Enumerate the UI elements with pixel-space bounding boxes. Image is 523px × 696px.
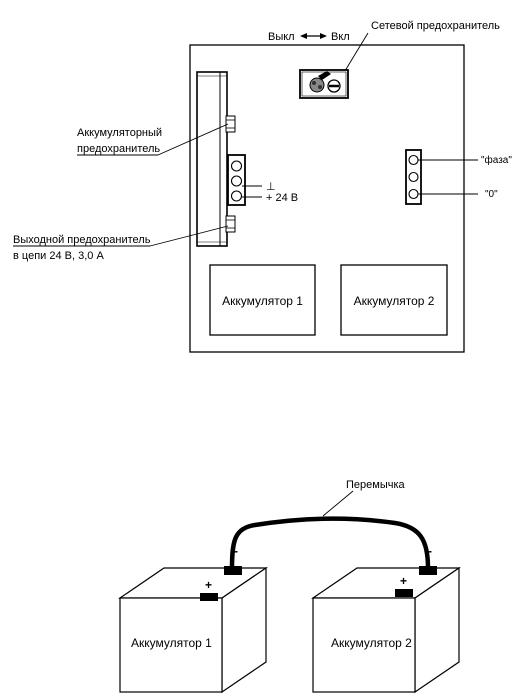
- panel-battery-2: [340, 264, 448, 336]
- plus24-label: + 24 В: [266, 192, 298, 204]
- panel-battery-1-label: Аккумулятор 1: [222, 294, 303, 308]
- mains-terminal-block: [405, 149, 422, 205]
- switch-on-label: Вкл: [331, 31, 350, 43]
- battery-1-positive-terminal: [200, 593, 218, 601]
- battery-2-plus-sign: +: [400, 574, 407, 588]
- zero-label: "0": [485, 189, 498, 200]
- battery-2: [311, 566, 461, 694]
- battery-fuse-label-line1: Аккумуляторный: [77, 127, 162, 139]
- battery-2-label: Аккумулятор 2: [331, 636, 412, 650]
- battery-fuse-icon: [225, 115, 236, 133]
- battery-2-positive-terminal: [395, 589, 413, 597]
- battery-2-negative-terminal: [419, 566, 437, 575]
- battery-1-plus-sign: +: [205, 578, 212, 592]
- output-fuse-label-line1: Выходной предохранитель: [13, 234, 151, 246]
- battery-fuse-label-line2: предохранитель: [77, 143, 160, 155]
- mains-fuse-icon: [327, 79, 341, 93]
- jumper-cable: [229, 516, 431, 571]
- panel-board: [189, 44, 465, 353]
- panel-diagram: Выкл Вкл Сетевой предохранитель: [13, 20, 512, 353]
- battery-1-negative-terminal: [224, 566, 242, 575]
- output-fuse-icon: [225, 215, 236, 233]
- ground-label: ⊥: [266, 181, 276, 193]
- battery-2-minus-sign: -: [428, 544, 432, 558]
- panel-battery-1: [209, 264, 316, 336]
- battery-wiring-diagram: Перемычка - + Аккумулятор 1 - + Аккумуля…: [118, 479, 461, 694]
- jumper-leader: [322, 490, 354, 517]
- phase-label: "фаза": [481, 154, 512, 166]
- panel-battery-2-label: Аккумулятор 2: [354, 294, 435, 308]
- battery-1-minus-sign: -: [234, 544, 238, 558]
- switch-off-label: Выкл: [268, 31, 295, 43]
- dc-terminal-block: [227, 154, 246, 206]
- charger-module: [196, 71, 228, 247]
- double-arrow-icon: [300, 33, 327, 39]
- output-fuse-label-line2: в цепи 24 В, 3,0 А: [13, 250, 104, 262]
- battery-1: [118, 566, 268, 694]
- mains-fuse-label: Сетевой предохранитель: [371, 20, 500, 32]
- jumper-label: Перемычка: [346, 479, 406, 491]
- power-switch: [299, 69, 349, 99]
- battery-1-label: Аккумулятор 1: [131, 636, 212, 650]
